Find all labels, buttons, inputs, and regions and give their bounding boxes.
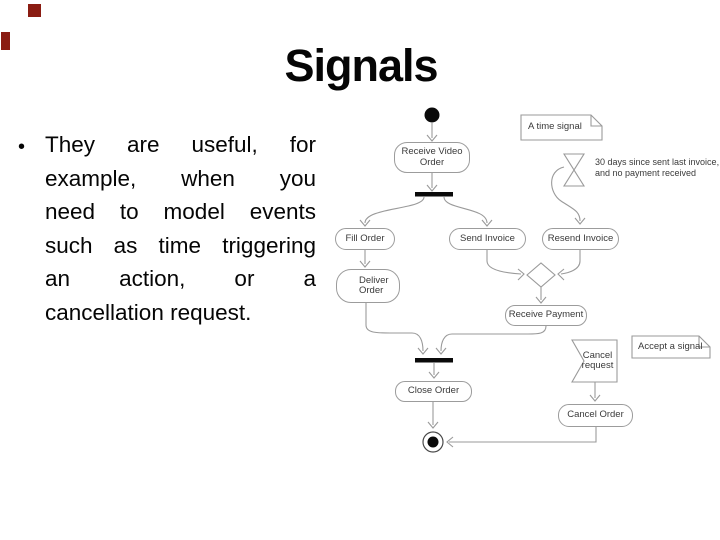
action-cancel-order: Cancel Order <box>558 404 633 427</box>
note-time-signal-shape <box>520 114 603 141</box>
bullet-marker: • <box>18 136 26 158</box>
red-accent-bar <box>1 32 10 50</box>
initial-node <box>424 107 440 123</box>
note-time-signal-label: A time signal <box>528 121 582 133</box>
action-resend-invoice: Resend Invoice <box>542 228 619 250</box>
arrowheads <box>359 134 601 448</box>
bullet-line: cancellation request. <box>45 299 252 325</box>
note-accept-signal-label: Accept a signal <box>638 340 703 352</box>
bullet-line: They are useful, for <box>45 132 316 157</box>
action-close-order: Close Order <box>395 381 472 402</box>
red-accent-square <box>28 4 41 17</box>
bullet-line: need to model events <box>45 199 316 224</box>
action-receive-payment: Receive Payment <box>505 305 587 326</box>
action-deliver-order: Deliver Order <box>336 269 400 303</box>
bullet-line: such as time triggering <box>45 232 316 258</box>
bullet-text: They are useful, for example, when you n… <box>45 128 316 329</box>
accept-event-label: Cancel request <box>581 349 614 371</box>
fork-bar <box>415 192 453 197</box>
bullet-line: an action, or a <box>45 266 316 291</box>
bullet-line: example, when you <box>45 165 316 191</box>
action-receive-video-order: Receive Video Order <box>394 142 470 173</box>
note-accept-signal-shape <box>631 335 711 359</box>
join-bar <box>415 358 453 363</box>
final-node <box>422 431 444 453</box>
accept-event-shape <box>571 339 618 383</box>
time-signal-hourglass-icon <box>563 153 585 187</box>
connector-lines <box>364 123 597 443</box>
action-send-invoice: Send Invoice <box>449 228 526 250</box>
page-title: Signals <box>284 40 438 91</box>
time-condition-annotation: 30 days since sent last invoice, and no … <box>595 157 720 178</box>
action-fill-order: Fill Order <box>335 228 395 250</box>
merge-diamond <box>526 262 556 288</box>
